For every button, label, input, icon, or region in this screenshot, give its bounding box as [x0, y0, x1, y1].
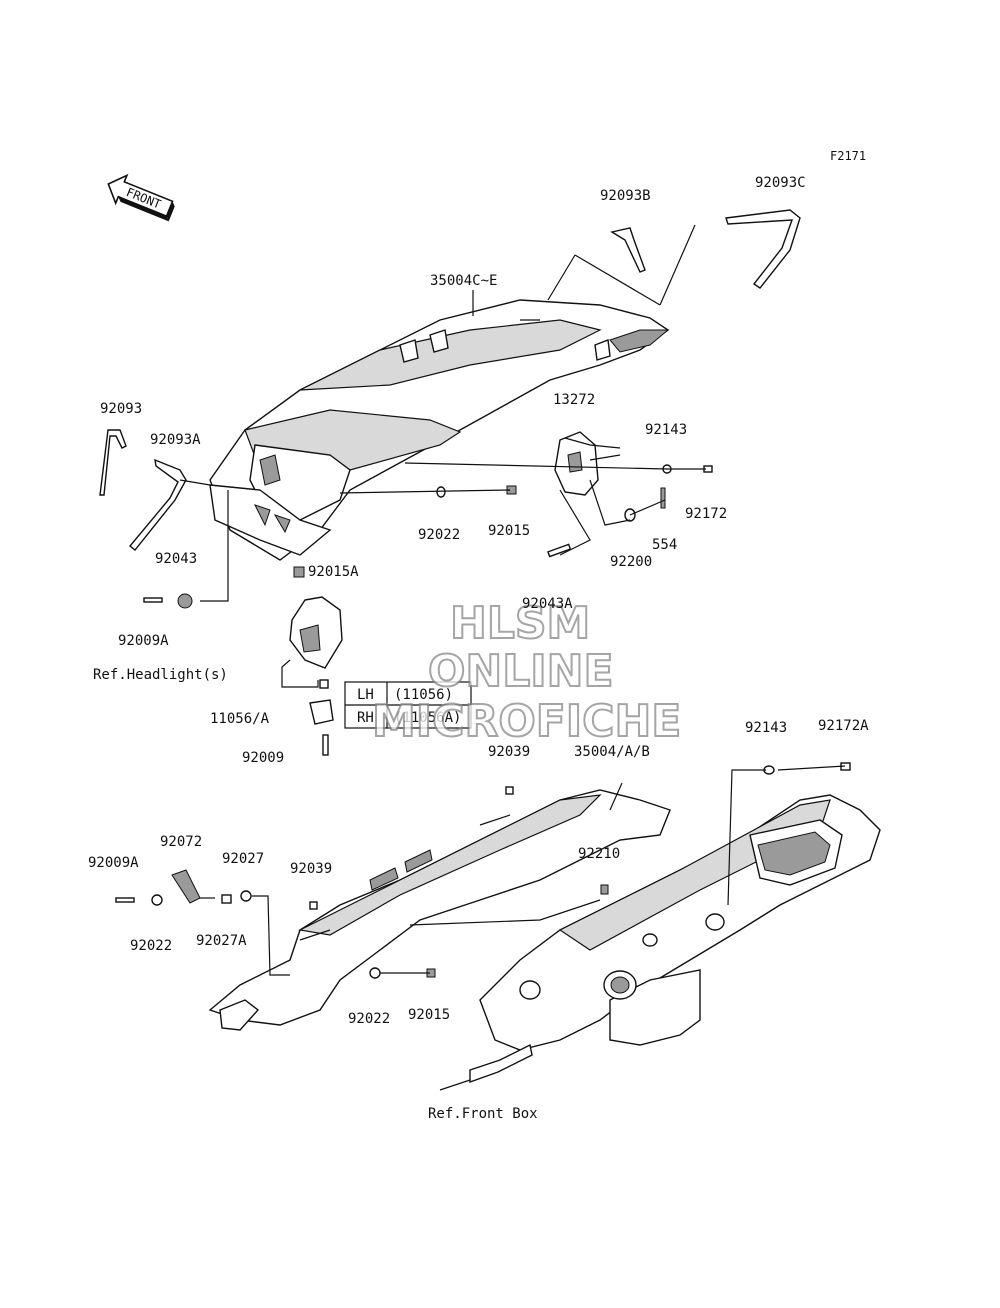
label-92043: 92043: [155, 551, 197, 567]
label-92172: 92172: [685, 506, 727, 522]
headlight-bracket: [289, 596, 343, 725]
label-92022-bot: 92022: [348, 1011, 390, 1027]
front-arrow-icon: FRONT: [107, 173, 175, 222]
label-92009a-bot: 92009A: [88, 855, 139, 871]
watermark: HLSM ONLINE MICROFICHE: [371, 597, 682, 748]
part-labels: 35004C~E 92093B 92093C 92093 92093A 1327…: [88, 175, 869, 1122]
label-35004c-e: 35004C~E: [430, 273, 497, 289]
watermark-line-1: HLSM: [450, 598, 590, 649]
label-ref-front-box: Ref.Front Box: [428, 1106, 538, 1122]
watermark-line-2: ONLINE: [428, 646, 614, 697]
leader-lines-lower: [200, 765, 846, 1091]
label-ref-headlight: Ref.Headlight(s): [93, 667, 228, 683]
label-92143-top: 92143: [645, 422, 687, 438]
label-92200: 92200: [610, 554, 652, 570]
label-92027: 92027: [222, 851, 264, 867]
label-92022-top: 92022: [418, 527, 460, 543]
label-92172a: 92172A: [818, 718, 869, 734]
label-92027a: 92027A: [196, 933, 247, 949]
label-35004-ab: 35004/A/B: [574, 744, 650, 760]
trim-strip-92093b: [610, 227, 646, 273]
label-92009a-top: 92009A: [118, 633, 169, 649]
figure-code: F2171: [830, 149, 866, 163]
side-table-rh-part: (11056A): [394, 710, 461, 726]
label-554: 554: [652, 537, 677, 553]
label-92210: 92210: [578, 846, 620, 862]
label-92009: 92009: [242, 750, 284, 766]
fasteners-lower: [115, 762, 851, 979]
label-92022-left: 92022: [130, 938, 172, 954]
trim-strip-92093a: [129, 458, 187, 551]
label-92039-bot: 92039: [290, 861, 332, 877]
label-11056a: 11056/A: [210, 711, 270, 727]
label-92015a: 92015A: [308, 564, 359, 580]
label-92043a: 92043A: [522, 596, 573, 612]
side-table-lh-part: (11056): [394, 687, 453, 703]
side-table-lh: LH: [357, 687, 374, 703]
label-92072: 92072: [160, 834, 202, 850]
upper-cowl: [209, 299, 670, 561]
side-table-rh: RH: [357, 710, 374, 726]
lower-cowl: [208, 789, 881, 1083]
label-92143-bot: 92143: [745, 720, 787, 736]
side-table: LH (11056) RH (11056A): [344, 681, 472, 729]
label-92015-bot: 92015: [408, 1007, 450, 1023]
trim-strip-92093c: [725, 209, 801, 289]
label-92093a: 92093A: [150, 432, 201, 448]
trim-strip-92093: [99, 429, 127, 496]
leader-lines-upper: [179, 224, 706, 688]
label-92015-top: 92015: [488, 523, 530, 539]
watermark-line-3: MICROFICHE: [372, 696, 681, 747]
label-92093c: 92093C: [755, 175, 806, 191]
label-92039-top: 92039: [488, 744, 530, 760]
label-92093: 92093: [100, 401, 142, 417]
label-92093b: 92093B: [600, 188, 651, 204]
fasteners-upper: [143, 464, 713, 756]
label-13272: 13272: [553, 392, 595, 408]
